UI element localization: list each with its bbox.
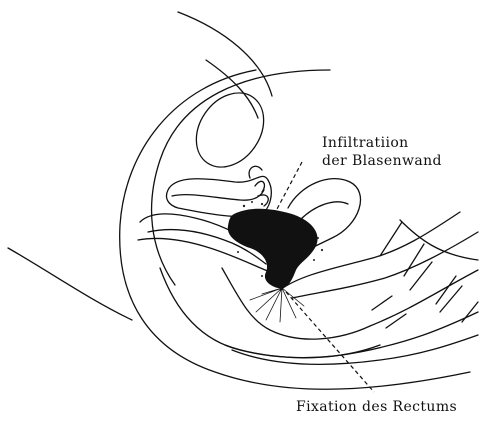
anal-canal [232,335,478,364]
vertebra-1 [380,222,424,276]
perineum-lower [225,312,478,358]
fixation-label: Fixation des Rectums [296,398,457,416]
symphysis-oval [182,80,277,180]
infiltration-label-line1: Infiltratiion [322,134,442,152]
bladder-folds [249,166,268,206]
leader-line-fixation [286,292,374,392]
body-contour-outer-left [8,248,132,320]
vertebra-2 [410,262,456,304]
bladder-wall-inner [172,190,264,200]
rectum-inner [292,232,478,298]
uterus-cavity [300,202,348,220]
infiltration-mass [228,209,318,289]
infiltration-label: Infiltratiion der Blasenwand [322,134,442,170]
infiltration-label-line2: der Blasenwand [322,152,442,170]
abdominal-wall-outer [178,12,272,96]
fixation-fibers [250,288,304,322]
abdominal-wall-inner [206,60,258,118]
